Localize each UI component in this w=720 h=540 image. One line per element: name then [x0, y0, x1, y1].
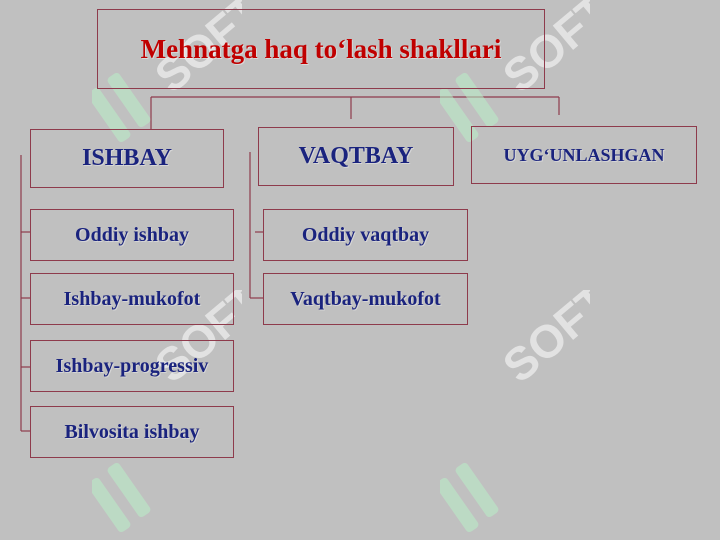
watermark-logo-top-left: SOFT	[92, 0, 242, 143]
category-vaqtbay: VAQTBAY	[258, 127, 454, 186]
category-uygunlashgan: UYG‘UNLASHGAN	[471, 126, 697, 184]
ishbay-item-mukofot: Ishbay-mukofot	[30, 273, 234, 325]
watermark-text: SOFT	[493, 290, 590, 392]
diagram-title: Mehnatga haq to‘lash shakllari	[97, 9, 545, 89]
ishbay-item-bilvosita: Bilvosita ishbay	[30, 406, 234, 458]
ishbay-item-progressiv: Ishbay-progressiv	[30, 340, 234, 392]
watermark-logo-bottom-right	[440, 462, 499, 533]
vaqtbay-item-mukofot: Vaqtbay-mukofot	[263, 273, 468, 325]
watermark-logo-mid-left: SOFT	[145, 290, 242, 392]
watermark-logo-bottom-left	[92, 462, 151, 533]
vaqtbay-item-oddiy: Oddiy vaqtbay	[263, 209, 468, 261]
watermark-logo-top-right: SOFT	[440, 0, 590, 143]
category-ishbay: ISHBAY	[30, 129, 224, 188]
watermark-logo-mid-right: SOFT	[493, 290, 590, 392]
ishbay-item-oddiy: Oddiy ishbay	[30, 209, 234, 261]
